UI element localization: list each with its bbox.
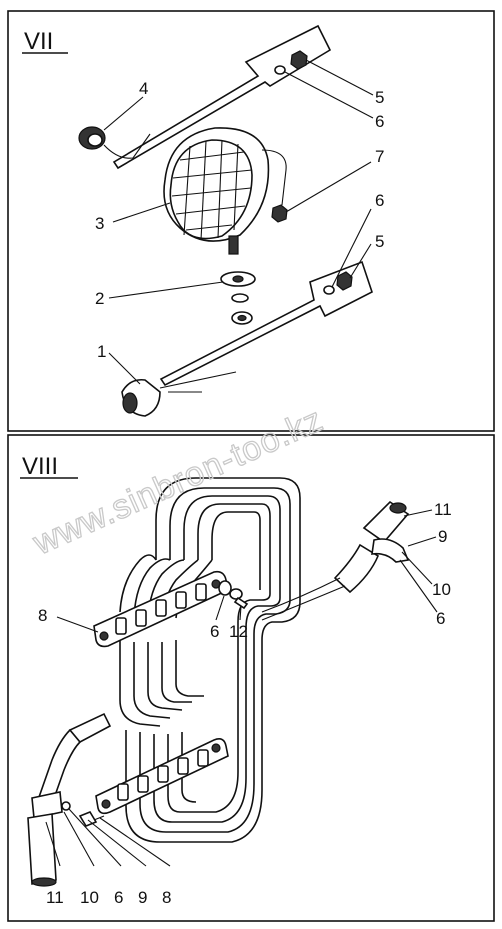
callout-4: 4: [139, 79, 148, 98]
wiring-harness-viii: [27, 477, 410, 887]
panel-vii-frame: [7, 10, 495, 432]
callout-2: 2: [95, 289, 104, 308]
callout-6-mid: 6: [210, 622, 219, 641]
callout-11-upper: 11: [434, 500, 452, 519]
callout-8-lower: 8: [162, 888, 171, 907]
lower-washer: [323, 285, 335, 295]
callout-8-upper: 8: [38, 606, 47, 625]
washer-6-mid: [218, 580, 232, 596]
lower-clamp: [31, 791, 63, 819]
harness-upper-branch: [261, 500, 410, 621]
watermark: www.sinbron-too.kz: [27, 400, 329, 562]
panel-viii-frame: [7, 434, 495, 922]
section-label-vii: VII: [24, 28, 53, 55]
callout-9-upper: 9: [438, 527, 447, 546]
upper-clamp: [371, 538, 410, 563]
callout-5-upper: 5: [375, 88, 384, 107]
callout-6-lower-left: 6: [114, 888, 123, 907]
section-label-viii: VIII: [22, 453, 58, 480]
callout-5-lower: 5: [375, 232, 384, 251]
callout-6-upper: 6: [375, 112, 384, 131]
callout-9-lower: 9: [138, 888, 147, 907]
callout-leaders-vii: [103, 59, 374, 385]
headlamp-body: [163, 127, 287, 255]
upper-washer: [274, 65, 286, 75]
headlamp-grille: [171, 139, 253, 241]
connector-4: [78, 126, 151, 159]
harness-lower-branch: [27, 712, 112, 887]
lower-bracket: [159, 260, 373, 387]
callout-12: 12: [229, 622, 248, 641]
lower-nut: [336, 271, 353, 291]
nut-7: [271, 204, 288, 223]
connector-1: [121, 371, 237, 417]
callout-6-upper-right: 6: [436, 609, 445, 628]
callout-7: 7: [375, 147, 384, 166]
callout-3: 3: [95, 214, 104, 233]
washer-stack-2: [220, 271, 256, 325]
harness-wire-runs: [119, 554, 213, 843]
callout-10-lower: 10: [80, 888, 99, 907]
screw-12: [229, 588, 249, 610]
upper-nut: [290, 50, 308, 70]
callout-11-lower: 11: [46, 888, 64, 907]
headlamp-assembly-vii: [78, 24, 373, 417]
callout-6-lower: 6: [375, 191, 384, 210]
callout-10-upper: 10: [432, 580, 451, 599]
callout-leaders-viii: [45, 509, 438, 867]
harness-wire-loops: [155, 477, 301, 843]
connector-plate-lower: [95, 738, 229, 815]
lower-sleeve: [27, 813, 57, 885]
connector-plate-upper: [93, 570, 229, 648]
callout-1: 1: [97, 342, 106, 361]
upper-bracket: [112, 24, 332, 170]
